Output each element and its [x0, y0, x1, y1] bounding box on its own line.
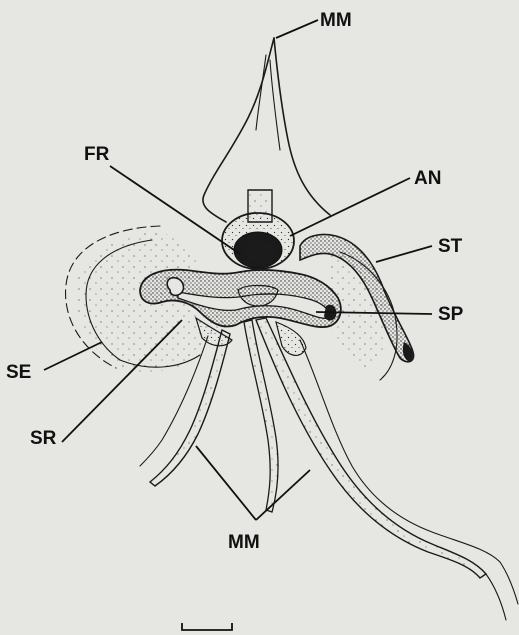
upper-membrane-fold [256, 55, 266, 130]
label-an: AN [414, 168, 441, 189]
lower-membrane-tail-2 [500, 562, 518, 604]
label-fr: FR [84, 144, 110, 165]
scale-bar [182, 623, 232, 630]
upper-membrane-outline-right [274, 38, 330, 215]
label-mm-top: MM [320, 10, 352, 31]
label-se: SE [6, 362, 31, 383]
lower-membrane-tail [486, 574, 506, 620]
leader-mm-top [276, 20, 318, 38]
label-mm-bottom: MM [228, 532, 260, 553]
leader-st [376, 246, 432, 262]
leader-se [44, 342, 102, 370]
leader-mm-bottom-left [196, 446, 256, 520]
leader-an [290, 178, 410, 236]
leader-mm-bottom-right [256, 470, 310, 520]
label-st: ST [438, 236, 463, 257]
label-sp: SP [438, 304, 464, 325]
label-sr: SR [30, 428, 57, 449]
anal-node-core [246, 241, 274, 263]
